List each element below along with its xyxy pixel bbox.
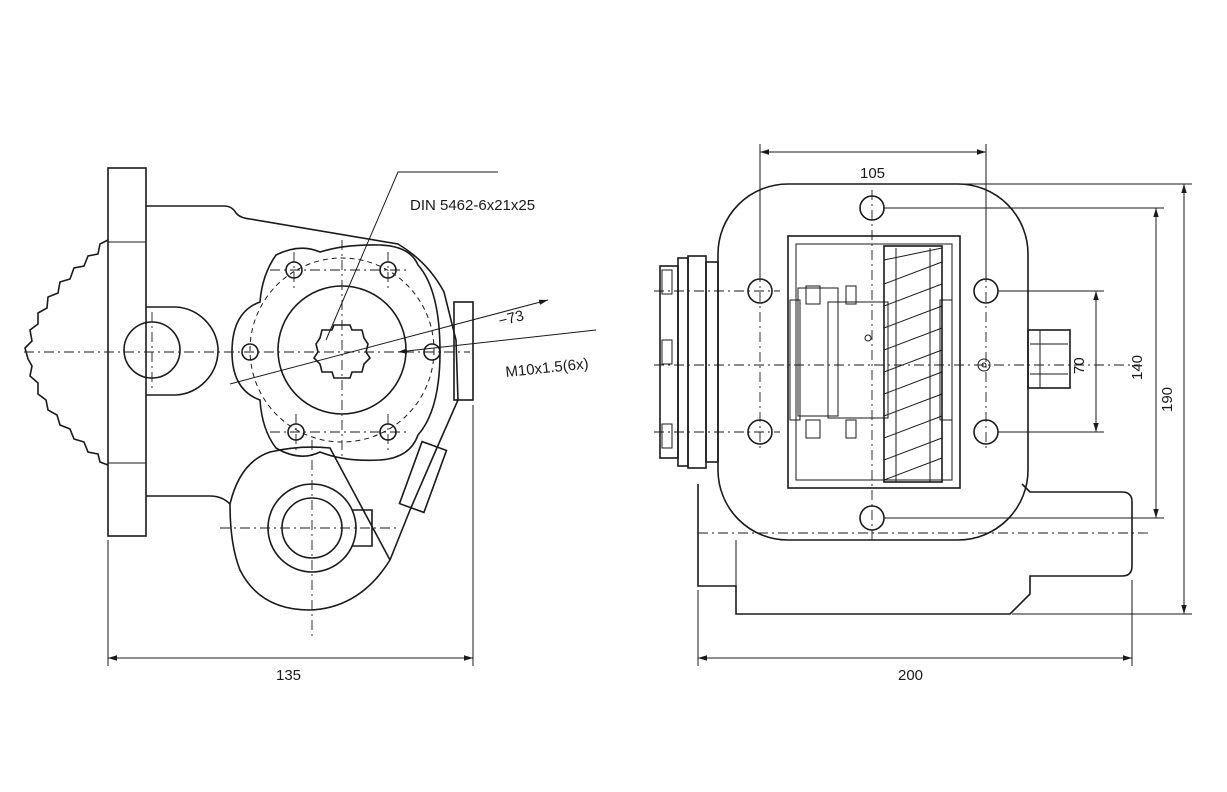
flange-bore [123, 321, 181, 379]
side-view: DIN 5462-6x21x25 −73 M10x1.5(6x) 135 [24, 167, 597, 684]
front-width-dimension: 200 [898, 667, 923, 684]
front-dimension-70: 70 [1071, 357, 1088, 374]
helical-gear [883, 245, 943, 483]
output-shaft [1027, 329, 1071, 389]
splined-shaft [312, 324, 372, 379]
spline-label: DIN 5462-6x21x25 [410, 197, 535, 214]
side-width-dimension: 135 [276, 667, 301, 684]
inner-window [787, 235, 961, 489]
thread-label: M10x1.5(6x) [505, 355, 590, 381]
front-top-dimension: 105 [860, 165, 885, 182]
front-dimension-190: 190 [1159, 387, 1176, 412]
front-dimension-140: 140 [1129, 355, 1146, 380]
front-view: 105 70 140 190 200 [654, 144, 1192, 684]
housing-body [717, 183, 1029, 541]
diameter-label: −73 [497, 307, 526, 330]
pump-cover [231, 244, 441, 462]
gear-teeth [24, 239, 109, 466]
